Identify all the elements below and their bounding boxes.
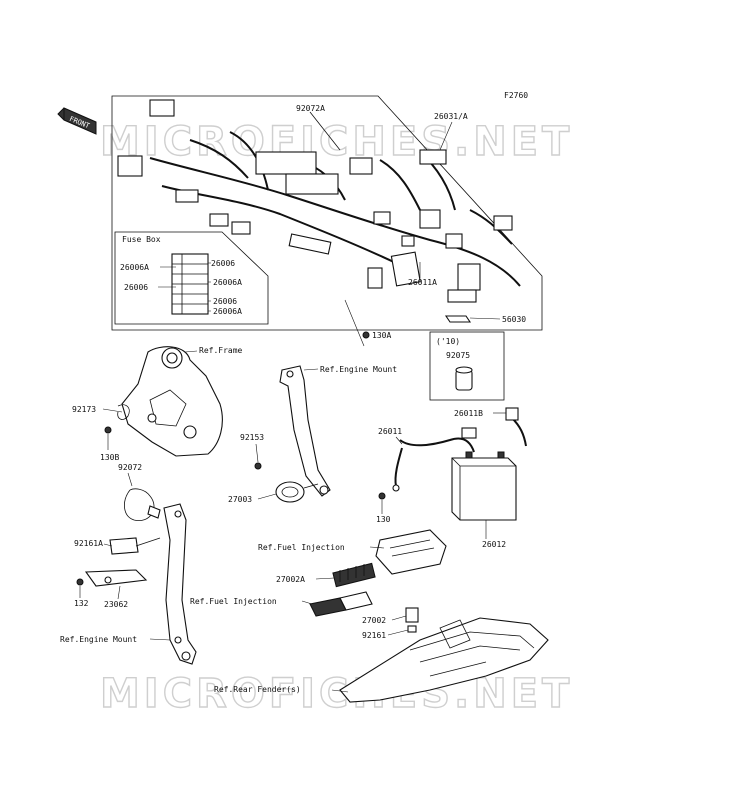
label-92075: 92075 xyxy=(446,351,470,360)
label-92173: 92173 xyxy=(72,405,96,414)
figure-code: F2760 xyxy=(504,91,528,100)
label-92161: 92161 xyxy=(362,631,386,640)
label-92153: 92153 xyxy=(240,433,264,442)
fuse-box-title: Fuse Box xyxy=(122,235,161,244)
fuse-box-outline xyxy=(114,231,269,325)
label-92072a: 92072A xyxy=(296,104,325,113)
fuse-label-4: 26006 xyxy=(213,297,237,306)
fuse-label-0: 26006A xyxy=(120,263,149,272)
label-92161a: 92161A xyxy=(74,539,103,548)
label-ref-rear-fender: Ref.Rear Fender(s) xyxy=(214,685,301,694)
connector-27002a xyxy=(332,562,376,588)
label-ref-fuel-injection-2: Ref.Fuel Injection xyxy=(190,597,277,606)
label-130: 130 xyxy=(376,515,391,524)
fuse-label-5: 26006A xyxy=(213,307,242,316)
relay-27002 xyxy=(405,607,419,633)
label-ref-engine-mount-top: Ref.Engine Mount xyxy=(320,365,397,374)
label-132: 132 xyxy=(74,599,89,608)
part-92075-sleeve xyxy=(455,366,473,391)
label-26011b: 26011B xyxy=(454,409,483,418)
label-27002: 27002 xyxy=(362,616,386,625)
label-ref-frame: Ref.Frame xyxy=(199,346,243,355)
label-23062: 23062 xyxy=(104,600,128,609)
horn xyxy=(275,481,319,503)
fuse-label-1: 26006 xyxy=(211,259,235,268)
label-130b: 130B xyxy=(100,453,119,462)
battery-lead-26011 xyxy=(392,427,477,492)
label-26011: 26011 xyxy=(378,427,402,436)
battery-lead-26011b xyxy=(505,407,527,447)
harness-group-outline xyxy=(111,95,543,331)
label-26031a: 26031/A xyxy=(434,112,468,121)
band-92072 xyxy=(124,488,161,522)
label-year-note: ('10) xyxy=(436,337,460,346)
year-2010-box xyxy=(429,331,505,401)
label-56030: 56030 xyxy=(502,315,526,324)
label-27003: 27003 xyxy=(228,495,252,504)
fuse-label-3: 26006A xyxy=(213,278,242,287)
watermark-bottom: MICROFICHES.NET xyxy=(100,671,573,717)
label-ref-fuel-injection-1: Ref.Fuel Injection xyxy=(258,543,345,552)
watermark-top: MICROFICHES.NET xyxy=(100,119,573,165)
fuel-injection-lower xyxy=(309,591,373,617)
label-26011a: 26011A xyxy=(408,278,437,287)
battery xyxy=(451,451,517,521)
label-130a: 130A xyxy=(372,331,391,340)
label-ref-engine-mount-bottom: Ref.Engine Mount xyxy=(60,635,137,644)
fuse-block xyxy=(171,253,209,315)
main-wiring-harness xyxy=(117,99,521,303)
front-arrow-icon: FRONT xyxy=(57,107,97,135)
engine-mount-stay-upper xyxy=(279,365,331,497)
label-26012: 26012 xyxy=(482,540,506,549)
fuel-injection-upper xyxy=(375,529,447,575)
engine-mount-stay-lower xyxy=(163,503,197,665)
fuse-label-2: 26006 xyxy=(124,283,148,292)
rear-fender xyxy=(339,617,549,703)
label-27002a: 27002A xyxy=(276,575,305,584)
label-92072: 92072 xyxy=(118,463,142,472)
bracket-23062 xyxy=(84,537,161,587)
frame-bracket xyxy=(121,346,223,457)
